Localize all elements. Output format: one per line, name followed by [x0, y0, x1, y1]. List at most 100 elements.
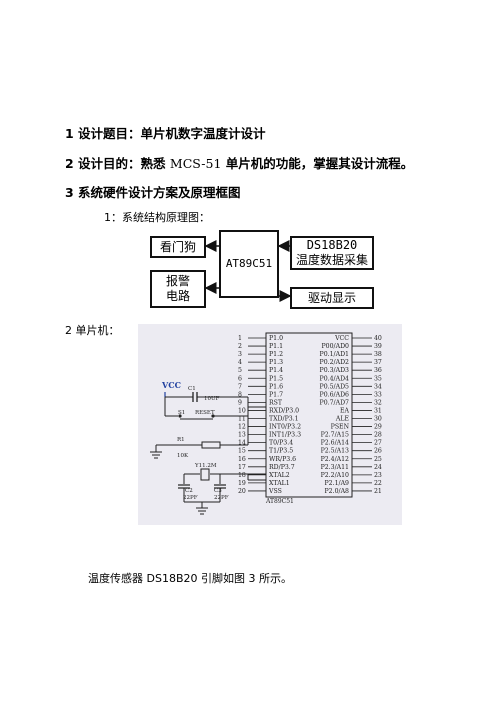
- chip-pin-right: VCC 40: [334, 335, 382, 342]
- chip-body: [265, 332, 353, 498]
- chip-pin-left: 15 T1/P3.5: [238, 448, 293, 455]
- pin-name: T1/P3.5: [269, 448, 293, 455]
- pin-name: VSS: [268, 488, 282, 495]
- pin-number: 24: [374, 464, 382, 471]
- pin-name: P1.4: [269, 367, 283, 374]
- pin-name: P1.5: [269, 375, 283, 382]
- pin-name: VCC: [334, 335, 349, 342]
- pin-number: 5: [238, 367, 242, 374]
- sensor-box: DS18B20 温度数据采集: [290, 236, 374, 270]
- alarm-label-2: 电路: [165, 289, 190, 303]
- pin-number: 39: [374, 343, 382, 350]
- pin-name: P1.0: [269, 335, 283, 342]
- alarm-label-1: 报警: [165, 274, 190, 288]
- pin-name: RD/P3.7: [269, 464, 295, 471]
- pin-name: P0.3/AD3: [320, 367, 350, 374]
- pin-name: P1.6: [269, 383, 283, 390]
- pin-number: 14: [238, 440, 246, 447]
- pin-number: 29: [374, 424, 382, 431]
- chip-pin-right: P2.0/A8 21: [325, 488, 382, 495]
- pin-number: 34: [374, 383, 382, 390]
- chip-pin-right: EA 31: [340, 407, 382, 414]
- pin-number: 33: [374, 391, 382, 398]
- sensor-label-2: 温度数据采集: [295, 253, 368, 267]
- pin-name: P2.2/A10: [321, 472, 349, 479]
- pin-number: 30: [374, 416, 382, 423]
- display-label: 驱动显示: [307, 290, 356, 305]
- chip-pin-left: 7 P1.6: [238, 383, 283, 390]
- watchdog-label: 看门狗: [159, 239, 196, 254]
- s1-label: S1: [178, 410, 185, 416]
- pin-number: 37: [374, 359, 382, 366]
- alarm-box: 报警 电路: [150, 270, 206, 308]
- chip-pin-right: P2.1/A9 22: [325, 480, 382, 487]
- pin-number: 9: [238, 399, 242, 406]
- pin-number: 19: [238, 480, 246, 487]
- sensor-label-1: DS18B20: [306, 238, 358, 252]
- pin-name: RXD/P3.0: [269, 407, 299, 414]
- pin-name: P2.1/A9: [325, 480, 350, 487]
- pin-name: XTAL2: [269, 472, 290, 479]
- chip-pin-right: P0.5/AD5 34: [320, 383, 382, 390]
- pin-number: 15: [238, 448, 246, 455]
- pin-number: 20: [238, 488, 246, 495]
- pin-number: 32: [374, 399, 382, 406]
- pin-number: 27: [374, 440, 382, 447]
- pin-name: P2.4/A12: [321, 456, 349, 463]
- pin-name: P1.7: [269, 391, 283, 398]
- pin-name: P2.3/A11: [321, 464, 349, 471]
- footer-text: 温度传感器 DS18B20 引脚如图 3 所示。: [88, 572, 292, 585]
- pin-number: 40: [374, 335, 382, 342]
- pin-number: 35: [374, 375, 382, 382]
- pin-number: 21: [374, 488, 382, 495]
- pin-name: WR/P3.6: [269, 456, 296, 463]
- pin-number: 3: [238, 351, 242, 358]
- pin-name: EA: [340, 407, 350, 414]
- c1-label: C1: [188, 386, 196, 392]
- block-diagram-connectors: [204, 240, 292, 302]
- vcc-label: VCC: [161, 380, 181, 390]
- r1-label: R1: [177, 437, 185, 443]
- pin-name: P1.1: [269, 343, 283, 350]
- chip-pin-left: 9 RST: [238, 399, 283, 406]
- pin-number: 22: [374, 480, 382, 487]
- chip-label: AT89C51: [265, 498, 294, 505]
- pin-name: P2.5/A13: [321, 448, 349, 455]
- pin-number: 31: [374, 407, 382, 414]
- pin-name: P0.5/AD5: [320, 383, 350, 390]
- c2-label: C2: [185, 488, 193, 494]
- pin-name: P0.7/AD7: [320, 399, 350, 406]
- pin-number: 13: [238, 432, 246, 439]
- c1-value: 10UF: [204, 396, 220, 402]
- pin-name: P2.0/A8: [325, 488, 350, 495]
- purpose-prefix: 2 设计目的：熟悉: [65, 156, 170, 171]
- pin-number: 7: [238, 383, 242, 390]
- pin-name: RST: [269, 399, 283, 406]
- pin-number: 10: [238, 407, 246, 414]
- chip-pin-right: P0.7/AD7 32: [320, 399, 382, 406]
- r1-body: [201, 441, 221, 449]
- pin-number: 23: [374, 472, 382, 479]
- pin-number: 4: [238, 359, 242, 366]
- pin-name: XTAL1: [269, 480, 290, 487]
- c3-label: C3: [214, 488, 222, 494]
